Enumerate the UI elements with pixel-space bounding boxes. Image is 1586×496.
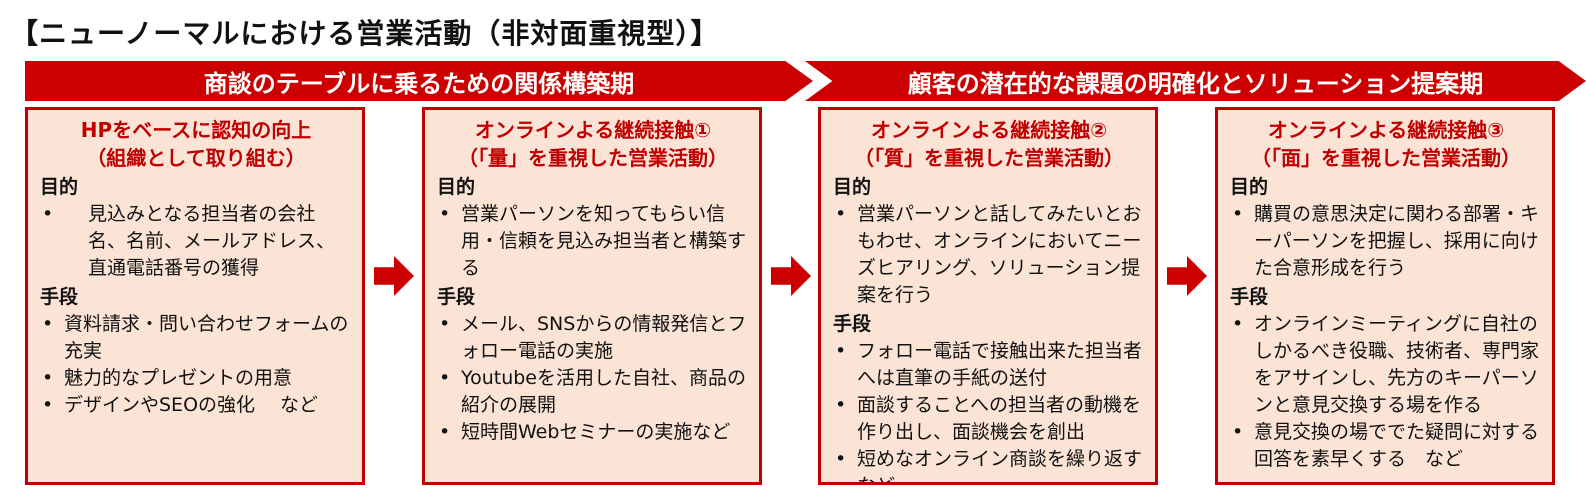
phase-banner-label: 顧客の潜在的な課題の明確化とソリューション提案期 [907,69,1484,98]
card-title: オンラインよる継続接触② （「質」を重視した営業活動） [833,116,1145,172]
list-item: オンラインミーティングに自社のしかるべき役職、技術者、専門家をアサインし、先方の… [1230,311,1542,419]
list-item: 営業パーソンと話してみたいとおもわせ、オンラインにおいてニーズヒアリング、ソリュ… [833,201,1145,309]
purpose-label: 目的 [437,176,476,198]
card-title-line1: オンラインよる継続接触① [474,118,712,142]
step-card-1: HPをベースに認知の向上 （組織として取り組む） 目的 見込みとなる担当者の会社… [25,107,365,485]
means-list: メール、SNSからの情報発信とフォロー電話の実施 Youtubeを活用した自社、… [437,311,749,446]
means-label: 手段 [40,286,79,308]
card-title-line1: オンラインよる継続接触③ [1267,118,1505,142]
list-item: デザインやSEOの強化 など [40,392,352,419]
card-title-line2: （「質」を重視した営業活動） [854,146,1124,170]
means-list: フォロー電話で接触出来た担当者へは直筆の手紙の送付 面談することへの担当者の動機… [833,338,1145,482]
card-title: オンラインよる継続接触③ （「面」を重視した営業活動） [1230,116,1542,172]
list-item: メール、SNSからの情報発信とフォロー電話の実施 [437,311,749,365]
purpose-list: 購買の意思決定に関わる部署・キーパーソンを把握し、採用に向けた合意形成を行う [1230,201,1542,282]
card-title-line2: （組織として取り組む） [86,146,306,170]
list-item: Youtubeを活用した自社、商品の紹介の展開 [437,365,749,419]
right-arrow-icon [374,256,414,296]
step-card-2: オンラインよる継続接触① （「量」を重視した営業活動） 目的 営業パーソンを知っ… [422,107,762,485]
list-item: 意見交換の場ででた疑問に対する回答を素早くする など [1230,419,1542,473]
purpose-list: 営業パーソンと話してみたいとおもわせ、オンラインにおいてニーズヒアリング、ソリュ… [833,201,1145,309]
list-item: フォロー電話で接触出来た担当者へは直筆の手紙の送付 [833,338,1145,392]
card-title-line2: （「面」を重視した営業活動） [1251,146,1521,170]
right-arrow-icon [1167,256,1207,296]
card-title: HPをベースに認知の向上 （組織として取り組む） [40,116,352,172]
purpose-label: 目的 [1230,176,1269,198]
card-title: オンラインよる継続接触① （「量」を重視した営業活動） [437,116,749,172]
page-title: 【ニューノーマルにおける営業活動（非対面重視型）】 [10,17,720,50]
purpose-list: 営業パーソンを知ってもらい信用・信頼を見込み担当者と構築する [437,201,749,282]
right-arrow-icon [771,256,811,296]
list-item: 営業パーソンを知ってもらい信用・信頼を見込み担当者と構築する [437,201,749,282]
card-title-line1: オンラインよる継続接触② [870,118,1108,142]
list-item: 魅力的なプレゼントの用意 [40,365,352,392]
list-item: 資料請求・問い合わせフォームの充実 [40,311,352,365]
step-card-4: オンラインよる継続接触③ （「面」を重視した営業活動） 目的 購買の意思決定に関… [1215,107,1555,485]
purpose-label: 目的 [833,176,872,198]
means-label: 手段 [833,313,872,335]
card-title-line1: HPをベースに認知の向上 [80,118,312,142]
list-item: 短時間Webセミナーの実施など [437,419,749,446]
means-list: 資料請求・問い合わせフォームの充実 魅力的なプレゼントの用意 デザインやSEOの… [40,311,352,419]
list-item: 見込みとなる担当者の会社名、名前、メールアドレス、直通電話番号の獲得 [40,201,352,282]
phase-banner-solution: 顧客の潜在的な課題の明確化とソリューション提案期 [805,61,1586,101]
list-item: 面談することへの担当者の動機を作り出し、面談機会を創出 [833,392,1145,446]
means-label: 手段 [1230,286,1269,308]
means-list: オンラインミーティングに自社のしかるべき役職、技術者、専門家をアサインし、先方の… [1230,311,1542,473]
phase-banner-relationship: 商談のテーブルに乗るための関係構築期 [25,61,813,101]
purpose-list: 見込みとなる担当者の会社名、名前、メールアドレス、直通電話番号の獲得 [40,201,352,282]
list-item: 短めなオンライン商談を繰り返すなど [833,446,1145,482]
means-label: 手段 [437,286,476,308]
card-title-line2: （「量」を重視した営業活動） [458,146,728,170]
phase-banner-label: 商談のテーブルに乗るための関係構築期 [203,69,635,98]
purpose-label: 目的 [40,176,79,198]
list-item: 購買の意思決定に関わる部署・キーパーソンを把握し、採用に向けた合意形成を行う [1230,201,1542,282]
step-card-3: オンラインよる継続接触② （「質」を重視した営業活動） 目的 営業パーソンと話し… [818,107,1158,485]
